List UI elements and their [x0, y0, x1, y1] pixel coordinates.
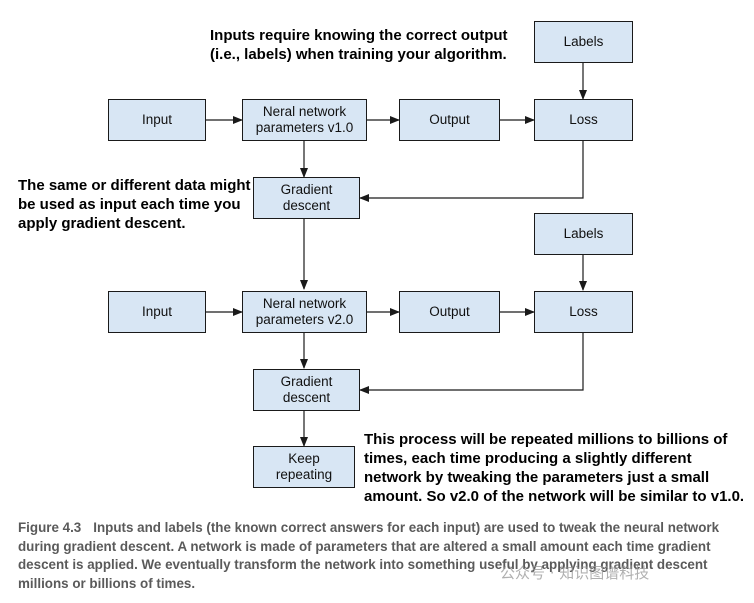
node-output-1: Output	[399, 99, 500, 141]
node-output-2: Output	[399, 291, 500, 333]
node-labels-2: Labels	[534, 213, 633, 255]
node-input-1: Input	[108, 99, 206, 141]
note-labels: Inputs require knowing the correct outpu…	[210, 27, 508, 63]
watermark: 公众号 · 知识图谱科技	[500, 564, 650, 582]
node-gradient-descent-2: Gradient descent	[253, 369, 360, 411]
node-neural-network-v2: Neral network parameters v2.0	[242, 291, 367, 333]
node-loss-2: Loss	[534, 291, 633, 333]
node-input-2: Input	[108, 291, 206, 333]
node-keep-repeating: Keep repeating	[253, 446, 355, 488]
figure-caption-text: Inputs and labels (the known correct ans…	[18, 520, 720, 591]
note-data: The same or different data might be used…	[18, 177, 251, 232]
node-labels-1: Labels	[534, 21, 633, 63]
figure-caption-label: Figure 4.3	[18, 520, 82, 535]
node-neural-network-v1: Neral network parameters v1.0	[242, 99, 367, 141]
node-loss-1: Loss	[534, 99, 633, 141]
arrow-loss1-to-gd1	[359, 141, 584, 202]
note-repeat: This process will be repeated millions t…	[364, 431, 745, 505]
arrow-loss2-to-gd2	[359, 333, 584, 394]
node-gradient-descent-1: Gradient descent	[253, 177, 360, 219]
